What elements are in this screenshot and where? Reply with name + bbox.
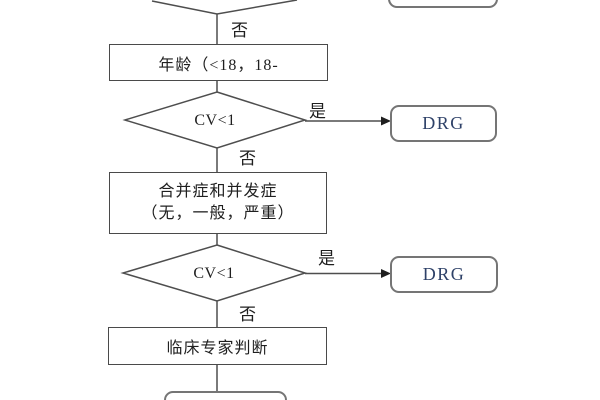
edge-label-no-top: 否 <box>231 21 248 40</box>
age-process-label: 年龄（<18，18- <box>158 56 279 74</box>
comorbidity-line2: （无，一般，严重） <box>141 205 295 222</box>
arrowhead-right-icon <box>381 269 391 278</box>
terminal-node-partial-bottom <box>164 391 287 400</box>
cv-decision-diamond-1 <box>122 91 308 149</box>
edge-label-yes-1: 是 <box>309 102 326 121</box>
expert-process-box: 临床专家判断 <box>108 327 327 365</box>
expert-process-label: 临床专家判断 <box>166 340 269 357</box>
cv-decision-diamond-2 <box>120 244 308 302</box>
terminal-node-partial-top <box>388 0 498 8</box>
arrowhead-right-icon <box>381 116 391 126</box>
top-decision-diamond-partial <box>151 0 298 15</box>
drg-terminal-2-label: DRG <box>422 264 466 284</box>
comorbidity-process-box: 合并症和并发症 （无，一般，严重） <box>109 172 327 234</box>
edge-label-yes-2: 是 <box>318 249 335 268</box>
drg-terminal-2: DRG <box>390 256 498 293</box>
edge-label-no-2: 否 <box>239 305 256 324</box>
edge-label-no-1: 否 <box>239 149 256 168</box>
comorbidity-line1: 合并症和并发症 <box>158 183 278 200</box>
age-process-box: 年龄（<18，18- <box>109 44 328 81</box>
drg-terminal-1: DRG <box>390 105 497 142</box>
drg-terminal-1-label: DRG <box>422 113 465 133</box>
